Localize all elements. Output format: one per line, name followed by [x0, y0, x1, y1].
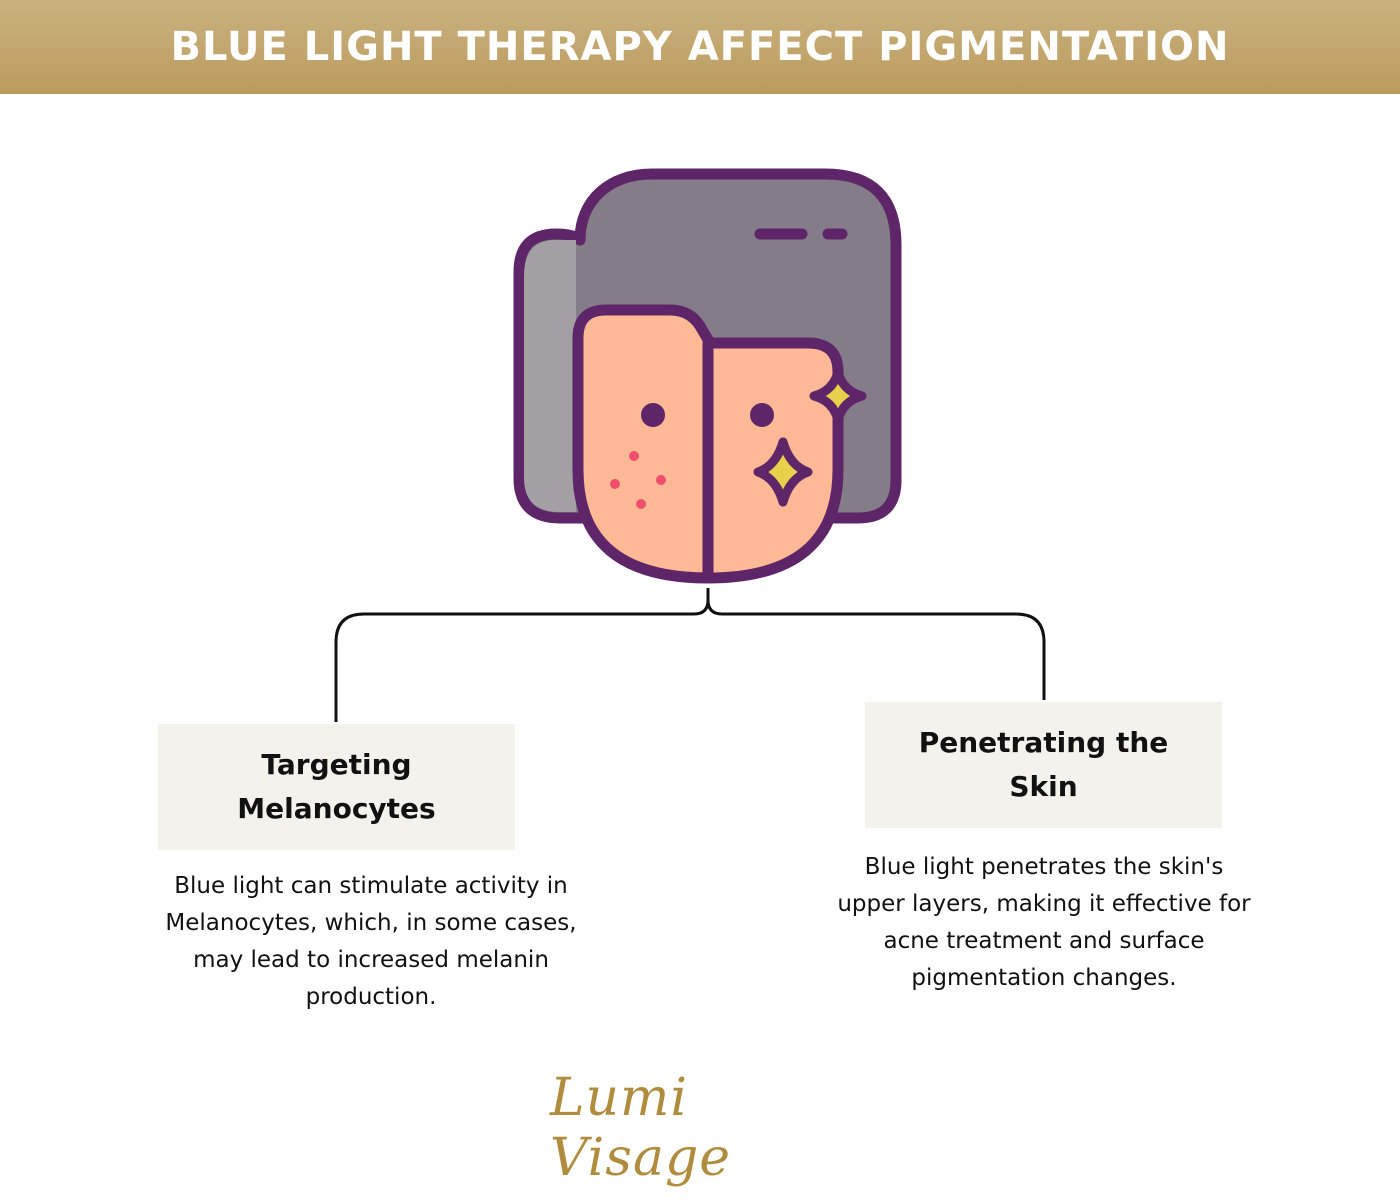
hair-highlight: [524, 240, 576, 512]
page-title: BLUE LIGHT THERAPY AFFECT PIGMENTATION: [170, 24, 1230, 70]
branch-description: Blue light can stimulate activity in Mel…: [165, 873, 577, 1010]
brand-logo: Lumi Visage: [550, 1067, 732, 1188]
branch-title: Targeting Melanocytes: [237, 748, 436, 825]
branch-box-penetrating-skin: Penetrating the Skin: [865, 702, 1222, 828]
pimple: [656, 475, 666, 485]
face-half-pigmentation-icon: [513, 168, 902, 584]
eye-right: [750, 403, 774, 427]
connector-right: [706, 599, 1046, 700]
pimple: [629, 451, 639, 461]
pimple: [610, 479, 620, 489]
branch-box-targeting-melanocytes: Targeting Melanocytes: [158, 724, 515, 850]
pimple: [636, 499, 646, 509]
branch-description: Blue light penetrates the skin's upper l…: [837, 854, 1251, 991]
sparkle-icon: [809, 367, 867, 425]
connector-left: [334, 588, 710, 722]
sparkle-icon: [753, 437, 813, 507]
eye-left: [641, 403, 665, 427]
connector-lines: [334, 588, 1046, 722]
header-banner: BLUE LIGHT THERAPY AFFECT PIGMENTATION: [0, 0, 1400, 94]
pimples: [610, 451, 666, 509]
branch-title: Penetrating the Skin: [918, 726, 1169, 803]
